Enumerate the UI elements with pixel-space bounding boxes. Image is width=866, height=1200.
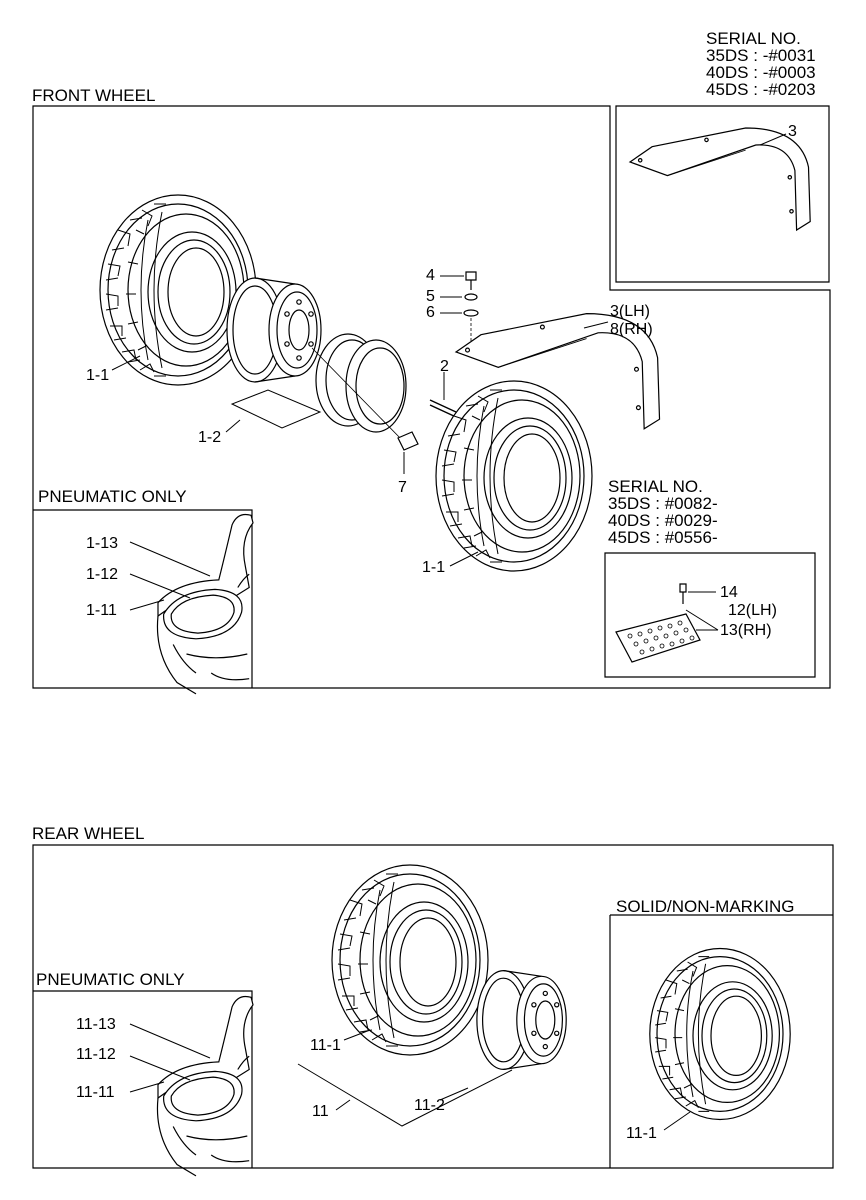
callout-pn-11: 1-11 — [86, 602, 117, 619]
callout-bolt: 4 — [426, 267, 435, 284]
fender-detail-box — [616, 106, 829, 282]
front-pneumatic-detail — [33, 510, 254, 695]
serial-mid-line: 45DS : #0556- — [608, 528, 718, 547]
serial-top-block: SERIAL NO. 35DS : -#0031 40DS : -#0003 4… — [706, 30, 816, 98]
front-stud-and-nut — [398, 372, 456, 474]
rear-callout-assembly: 11 — [312, 1103, 329, 1120]
rear-rim — [476, 970, 567, 1070]
rear-callout-rim: 11-2 — [414, 1097, 445, 1114]
callout-nut: 7 — [398, 479, 407, 496]
rear-wheel-frame — [33, 845, 833, 1168]
front-wheel-frame — [33, 106, 830, 688]
callout-fender-rh: 8(RH) — [610, 321, 653, 338]
serial-top-line: 35DS : -#0031 — [706, 46, 816, 65]
rear-pneumatic-detail — [33, 991, 254, 1177]
callout-tire-right: 1-1 — [422, 559, 446, 576]
front-fender-bolt-stack — [440, 272, 478, 345]
rear-solid-box — [610, 915, 833, 1168]
front-fender — [455, 313, 661, 430]
front-tire-left — [99, 194, 257, 386]
serial-mid-block: SERIAL NO. 35DS : #0082- 40DS : #0029- 4… — [608, 478, 718, 546]
rear-assembly-leader — [298, 1030, 512, 1126]
step-plate-box — [605, 553, 815, 677]
callout-fender-top: 3 — [788, 123, 797, 140]
rear-wheel-title: REAR WHEEL — [32, 824, 145, 843]
callout-step-rh: 13(RH) — [720, 622, 772, 639]
rear-pneumatic-title: PNEUMATIC ONLY — [36, 970, 185, 989]
rear-callout-pn-11: 11-11 — [76, 1084, 115, 1101]
callout-pn-13: 1-13 — [86, 535, 119, 552]
callout-tire-left: 1-1 — [86, 367, 110, 384]
front-rim-halves — [226, 277, 406, 442]
callout-step-lh: 12(LH) — [728, 602, 777, 619]
rear-callout-pn-12: 11-12 — [76, 1046, 116, 1063]
rear-callout-tire: 11-1 — [310, 1037, 341, 1054]
callout-fender-lh: 3(LH) — [610, 303, 651, 320]
callout-washer: 6 — [426, 304, 435, 321]
serial-mid-line: 40DS : #0029- — [608, 511, 718, 530]
callout-rim: 1-2 — [198, 429, 222, 446]
front-tire-right — [435, 380, 593, 572]
callout-pn-12: 1-12 — [86, 566, 119, 583]
front-wheel-title: FRONT WHEEL — [32, 86, 156, 105]
callout-stud: 2 — [440, 358, 449, 375]
rear-callout-solid-tire: 11-1 — [626, 1125, 657, 1142]
serial-top-heading: SERIAL NO. — [706, 29, 801, 48]
front-pneumatic-title: PNEUMATIC ONLY — [38, 487, 187, 506]
serial-mid-heading: SERIAL NO. — [608, 477, 703, 496]
rear-solid-title: SOLID/NON-MARKING — [616, 897, 795, 916]
serial-top-line: 45DS : -#0203 — [706, 80, 816, 99]
callout-lock-washer: 5 — [426, 288, 435, 305]
rear-callout-pn-13: 11-13 — [76, 1016, 116, 1033]
serial-top-line: 40DS : -#0003 — [706, 63, 816, 82]
callout-step-bolt: 14 — [720, 584, 738, 601]
serial-mid-line: 35DS : #0082- — [608, 494, 718, 513]
rear-tire — [331, 864, 489, 1056]
